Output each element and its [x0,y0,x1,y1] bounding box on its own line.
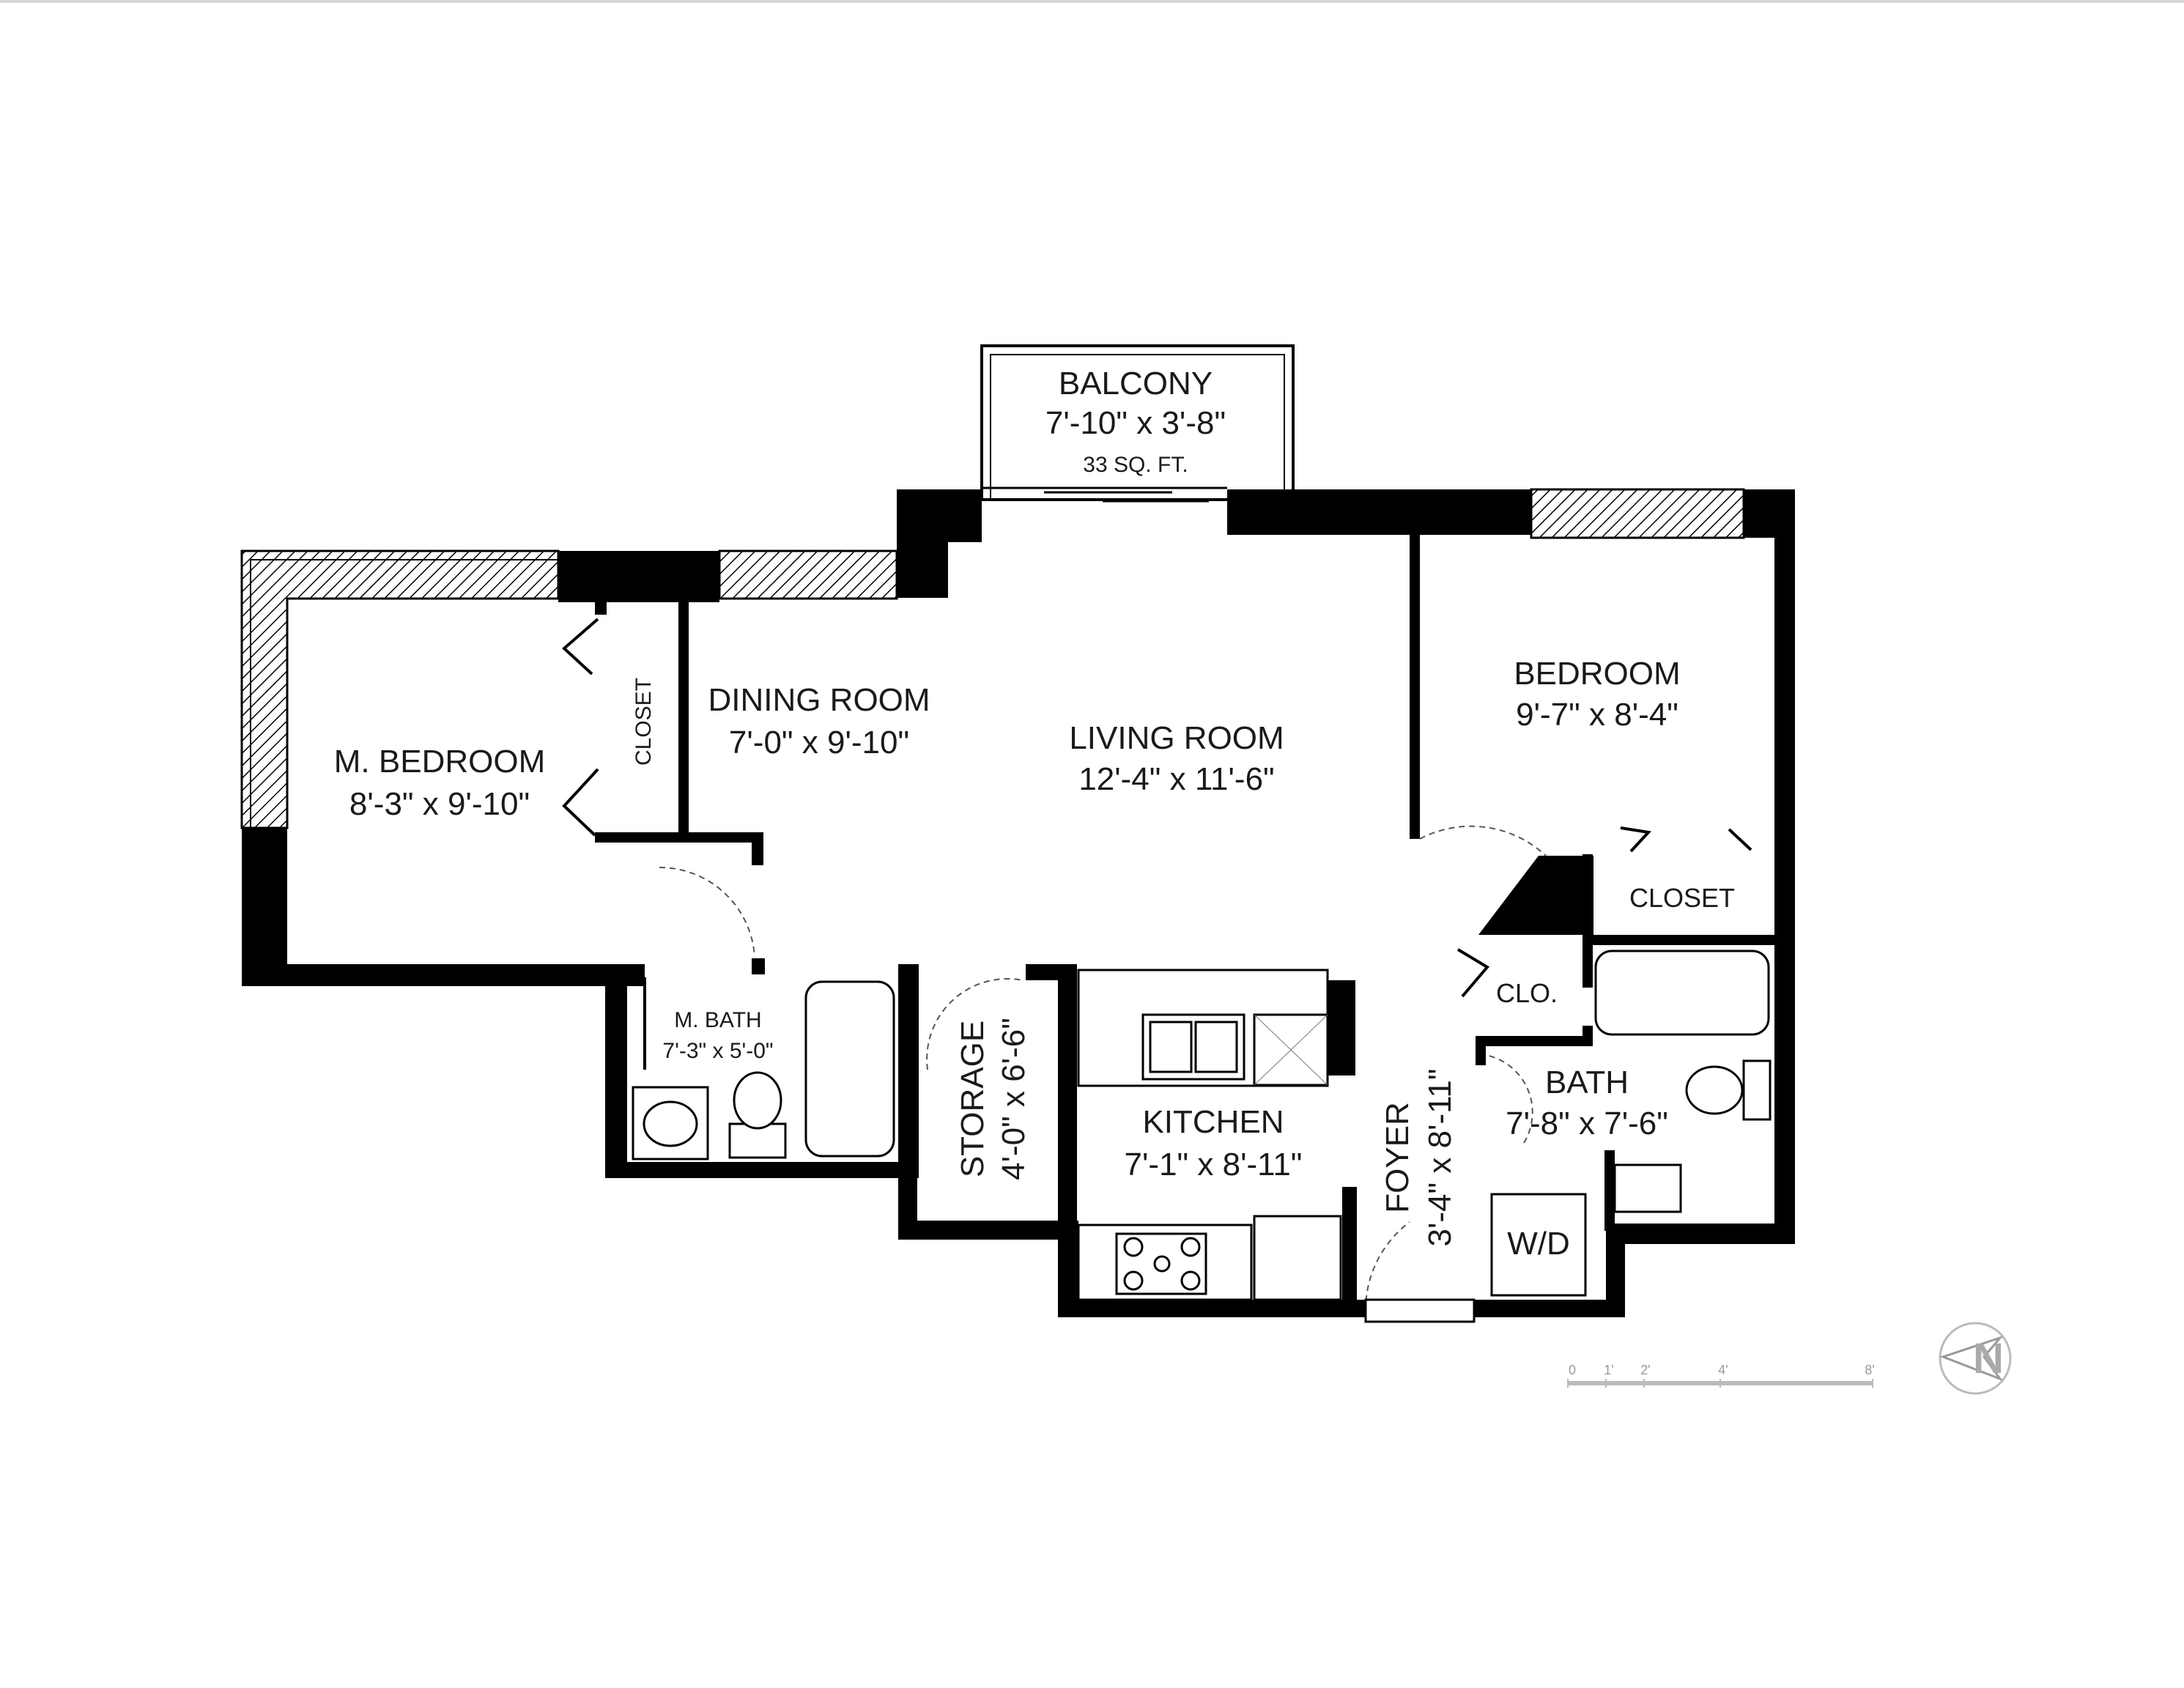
bath-fixtures [1490,949,1772,1297]
scale-tick-1: 1' [1604,1363,1613,1377]
window-dining [718,549,898,600]
foyer-name: FOYER [1380,1102,1415,1213]
compass-icon: N [1939,1322,2012,1395]
m-bath-toilet [728,1122,787,1159]
m-bedroom-name: M. BEDROOM [334,744,545,780]
bedroom-name: BEDROOM [1514,656,1680,692]
storage-dims: 4'-0" x 6'-6" [996,1018,1032,1180]
door-m-bedroom-swing [659,866,755,958]
door-storage-swing [926,978,1023,1070]
scale-tick-0: 0 [1569,1363,1576,1377]
compass-letter: N [1973,1335,2004,1382]
m-bath-tub [804,980,895,1158]
m-bath-name: M. BATH [674,1008,761,1032]
wd-name: W/D [1507,1226,1570,1262]
m-bath-dims: 7'-3" x 5'-0" [662,1039,773,1063]
living-dims: 12'-4" x 11'-6" [1078,761,1274,797]
door-entry-swing [1364,1221,1410,1312]
scale-tick-2: 2' [1640,1363,1650,1377]
washer-dryer [1490,1193,1587,1297]
living-name: LIVING ROOM [1069,720,1284,756]
scale-tick-8: 8' [1865,1363,1874,1377]
dining-dims: 7'-0" x 9'-10" [729,725,909,760]
storage-name: STORAGE [955,1021,991,1177]
door-bedroom-swing [1419,825,1547,856]
refrigerator [1253,1215,1342,1301]
m-closet-name: CLOSET [632,678,656,766]
doors [562,618,1752,1323]
scale-bar: 0 1' 2' 4' 8' [1567,1363,1875,1388]
kitchen-name: KITCHEN [1142,1104,1284,1140]
kitchen-dims: 7'-1" x 8'-11" [1125,1147,1303,1182]
foyer-dims: 3'-4" x 8'-11" [1422,1069,1458,1247]
bath-sink [1613,1163,1682,1213]
exterior-walls [240,488,1795,1317]
balcony [980,344,1295,503]
door-bath-swing [1485,1054,1533,1144]
window-bedroom [1530,488,1745,539]
m-bedroom-dims: 8'-3" x 9'-10" [349,786,530,822]
top-rule [0,0,2184,3]
m-bath-fixtures [632,977,895,1160]
balcony-name: BALCONY [1059,366,1213,401]
bath-tub [1594,949,1770,1036]
bath-toilet [1742,1059,1772,1121]
dining-name: DINING ROOM [708,682,930,718]
bath-dims: 7'-8" x 7'-6" [1506,1106,1668,1141]
balcony-area: 33 SQ. FT. [1083,453,1188,477]
clo-name: CLO. [1496,978,1558,1008]
room-labels: BALCONY 7'-10" x 3'-8" 33 SQ. FT. M. BED… [334,366,1735,1262]
kitchen-fixtures [1077,969,1342,1301]
scale-tick-4: 4' [1718,1363,1728,1377]
bedroom-closet-name: CLOSET [1629,883,1735,913]
bedroom-dims: 9'-7" x 8'-4" [1516,697,1678,733]
bath-name: BATH [1545,1065,1629,1100]
balcony-dims: 7'-10" x 3'-8" [1045,405,1226,441]
